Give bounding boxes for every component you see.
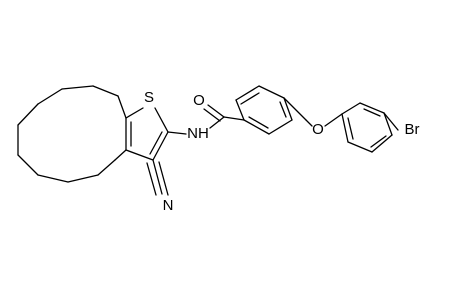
amide-nh-label: NH [187,125,209,142]
ether-oxygen-label: O [312,121,324,138]
aryl-bond [341,113,349,143]
oxygen-aryl-bond [324,113,343,127]
aromatic-inner-bond [370,135,387,148]
nh-carbonyl-bond [209,116,225,129]
benzene-bond [283,97,293,121]
ring-bond [114,149,127,161]
thiophene-bond [125,149,154,161]
bromine-label: Br [405,121,420,138]
thiophene-nh-bond [167,131,187,135]
benzyl-oxygen-bond [305,119,313,127]
aromatic-inner-bond [347,117,354,140]
carbonyl-double-bond [203,108,221,122]
carbonyl-bond [207,104,225,118]
aryl-bond [347,141,373,153]
benzene-bond [268,119,293,135]
thiophene-ring [125,107,169,161]
central-benzene-ring [235,85,293,135]
aryl-bond [383,112,393,136]
ring-bond [17,103,39,126]
aryl-bond [371,134,393,153]
nitrile-group [146,159,169,196]
benzene-bond [235,99,245,121]
aromatic-inner-bond [248,116,269,129]
benzene-bond [258,85,285,99]
thiophene-bond [152,131,169,161]
atom-labels: S NH O O Br N [144,89,420,214]
benzene-bond [243,119,270,135]
aryl-bond [341,102,361,115]
benzene-bond [235,85,260,101]
thiophene-bond [125,107,144,119]
cyclododecane-ring [17,85,127,183]
thiophene-double-bond [149,131,163,155]
benzyl-bond [283,97,307,121]
ring-bond [37,88,63,105]
amide-linkage [167,104,245,135]
carbonyl-aryl-bond [223,116,245,121]
ether-linkage [283,97,343,127]
thiophene-bond [154,107,169,133]
ring-bond [92,85,119,97]
aromatic-inner-bond [279,101,287,118]
nitrile-triple-bond [158,161,169,196]
nitrile-triple-bond [146,162,157,196]
ring-bond [67,174,99,183]
ring-bond [37,174,69,183]
ring-bond [117,95,127,119]
nitrile-carbon-bond [152,159,163,195]
sulfur-label: S [144,89,154,106]
aryl-bromine-bond [383,112,399,131]
bromophenyl-ring [341,102,399,153]
ring-bond [17,154,39,176]
carbonyl-oxygen-label: O [193,92,205,109]
nitrile-nitrogen-label: N [163,197,174,214]
aryl-bond [359,102,385,114]
aromatic-inner-bond [240,92,260,105]
ring-bond [97,159,116,176]
aromatic-inner-bond [363,108,381,117]
ring-bond [61,85,94,90]
